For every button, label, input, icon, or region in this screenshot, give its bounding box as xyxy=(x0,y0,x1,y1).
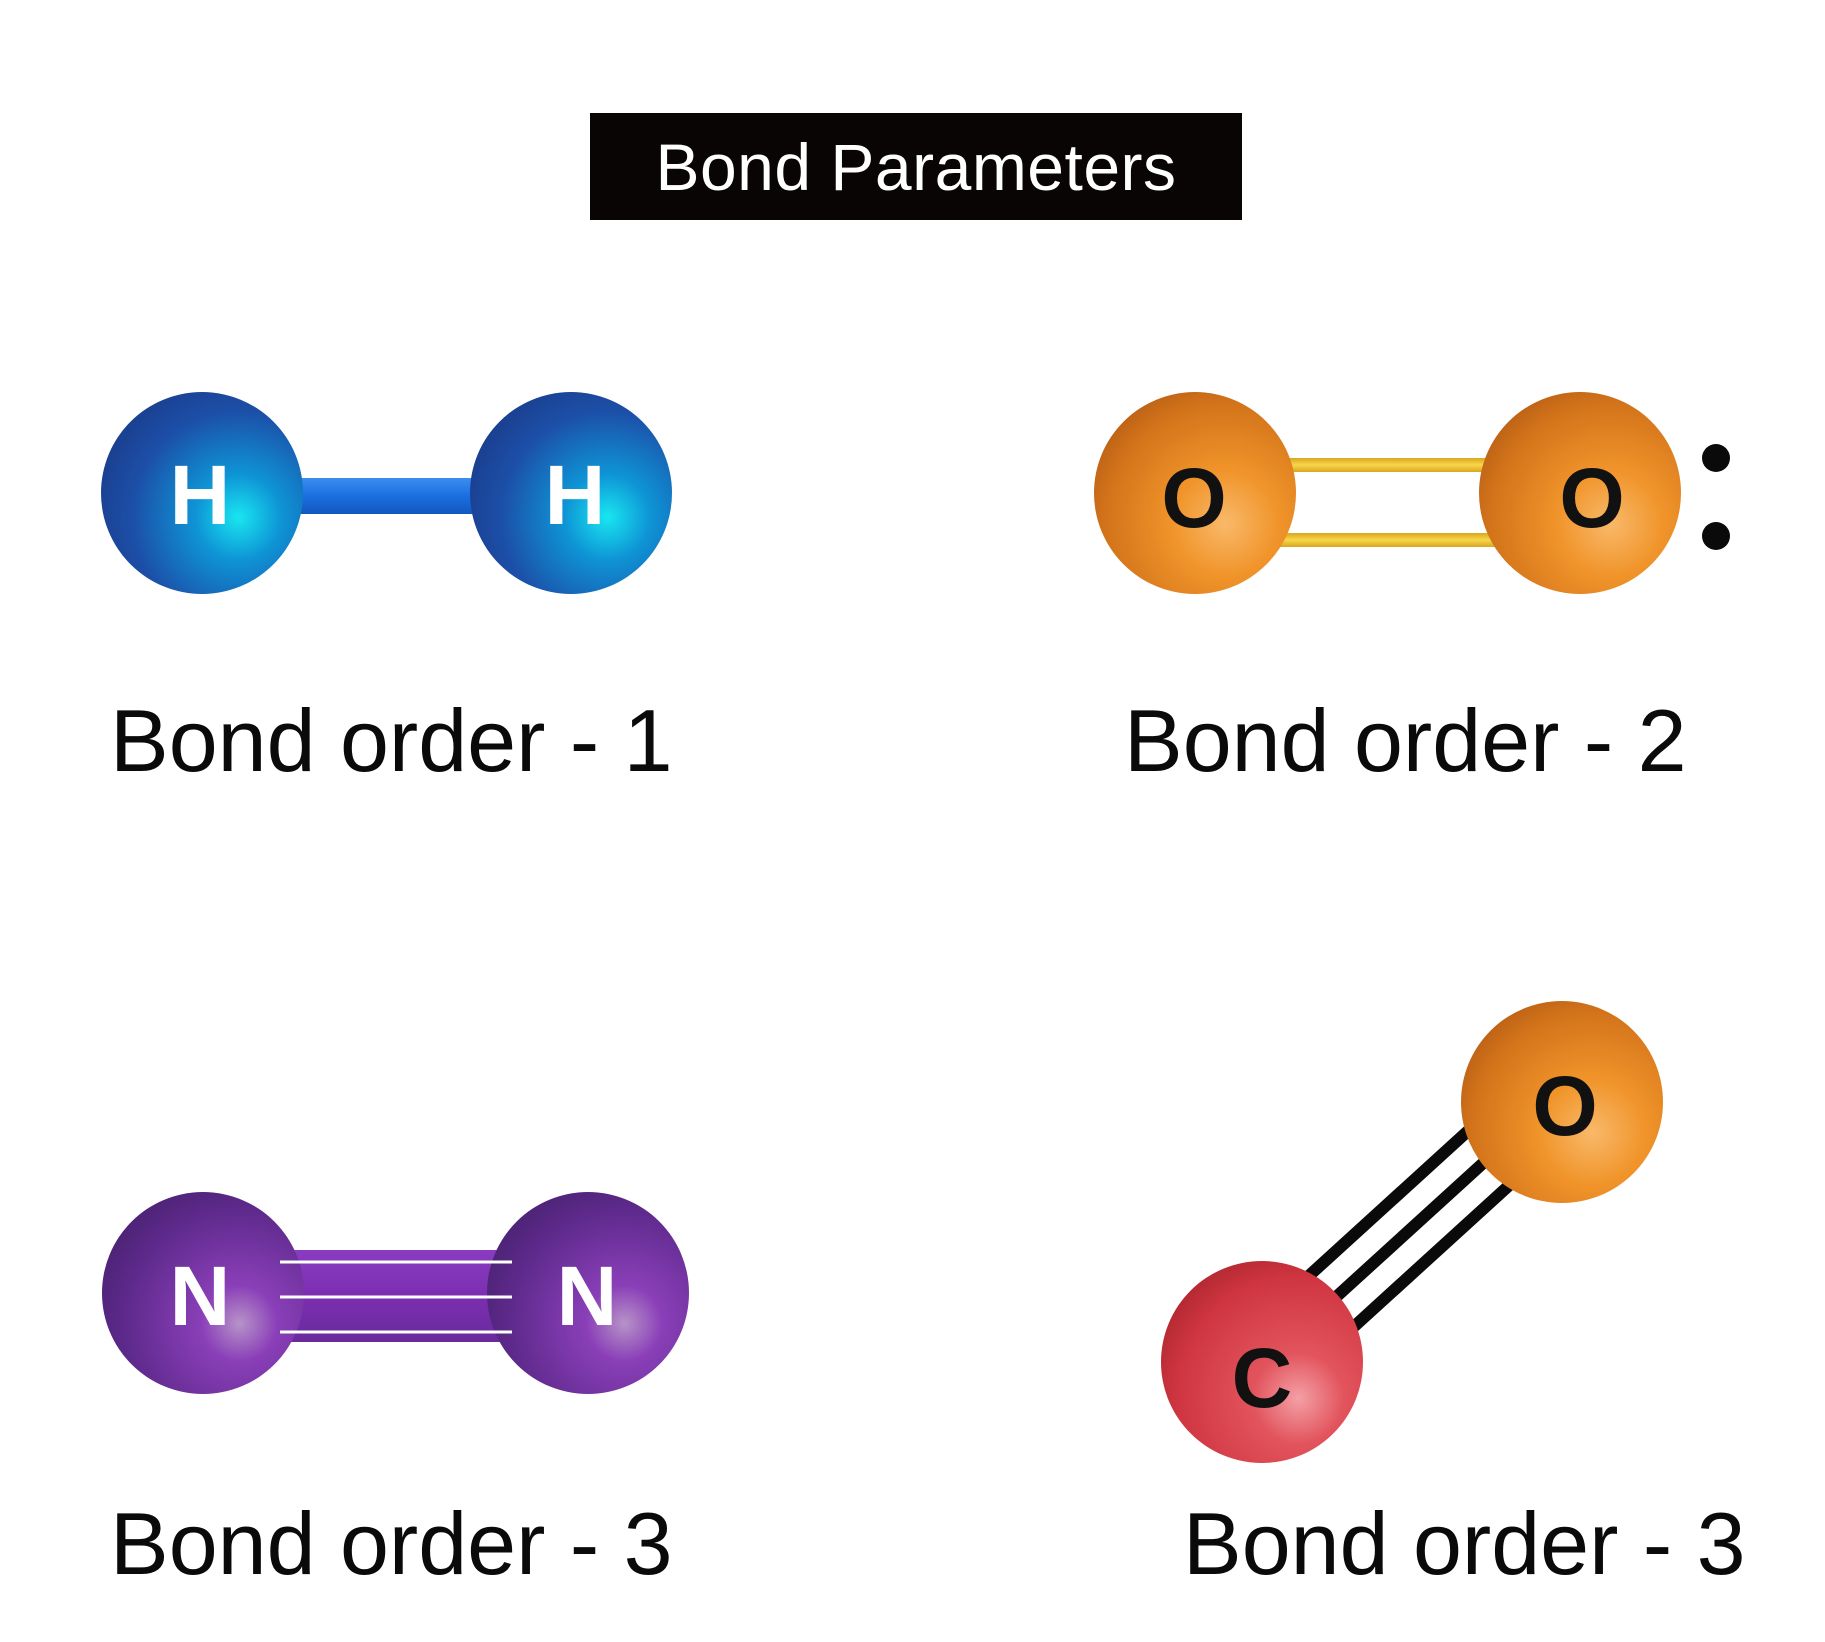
carbon-atom xyxy=(1161,1261,1363,1463)
title-banner: Bond Parameters xyxy=(590,113,1242,220)
double-bond-upper xyxy=(1280,458,1510,472)
triple-bond-line-1 xyxy=(1285,1115,1485,1298)
atom-label-h-left: H xyxy=(170,448,231,542)
atom-label-o: O xyxy=(1532,1059,1597,1153)
single-bond xyxy=(270,478,500,514)
o2-molecule: O O xyxy=(1094,392,1730,594)
lone-pair-dot-lower xyxy=(1702,522,1730,550)
atom-label-o-right: O xyxy=(1559,451,1624,545)
n2-molecule: N N xyxy=(102,1192,689,1394)
atom-label-o-left: O xyxy=(1161,451,1226,545)
caption-bond-order-3-n2: Bond order - 3 xyxy=(110,1494,673,1593)
diagram-title: Bond Parameters xyxy=(655,129,1177,204)
double-bond-lower xyxy=(1280,533,1510,547)
oxygen-atom xyxy=(1461,1001,1663,1203)
lone-pair-dot-upper xyxy=(1702,444,1730,472)
atom-label-c: C xyxy=(1232,1331,1293,1425)
triple-bond-line-3 xyxy=(1331,1165,1531,1348)
hydrogen-atom-right xyxy=(470,392,672,594)
h2-molecule: H H xyxy=(101,392,672,594)
nitrogen-atom-right xyxy=(487,1192,689,1394)
atom-label-n-left: N xyxy=(170,1249,231,1343)
caption-bond-order-3-co: Bond order - 3 xyxy=(1183,1494,1746,1593)
atom-label-n-right: N xyxy=(557,1249,618,1343)
caption-bond-order-1: Bond order - 1 xyxy=(110,691,673,790)
atom-label-h-right: H xyxy=(545,448,606,542)
caption-bond-order-2: Bond order - 2 xyxy=(1124,691,1687,790)
triple-bond-line-2 xyxy=(1308,1140,1508,1323)
co-molecule: O C xyxy=(1161,1001,1663,1463)
hydrogen-atom-left xyxy=(101,392,303,594)
oxygen-atom-right xyxy=(1479,392,1681,594)
oxygen-atom-left xyxy=(1094,392,1296,594)
nitrogen-atom-left xyxy=(102,1192,304,1394)
